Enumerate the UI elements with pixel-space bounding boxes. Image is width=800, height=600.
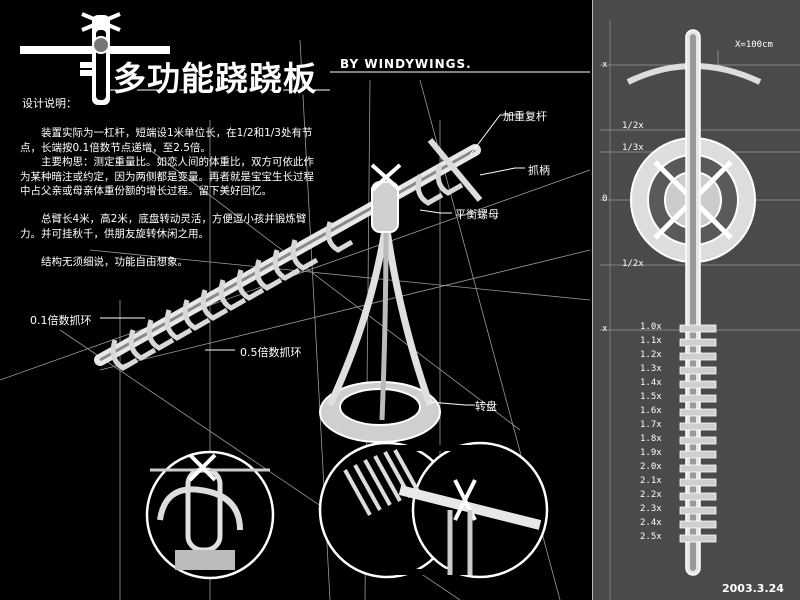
side-rung xyxy=(679,478,717,487)
side-label-third: 1/3x xyxy=(622,143,644,153)
side-rung xyxy=(679,394,717,403)
side-label-half-lower: 1/2x xyxy=(622,259,644,269)
plan-view-drawing xyxy=(600,20,800,600)
side-tick-label: 2.4x xyxy=(640,518,662,528)
side-rung xyxy=(679,408,717,417)
side-tick-label: 1.3x xyxy=(640,364,662,374)
side-tick-label: 2.1x xyxy=(640,476,662,486)
side-rung xyxy=(679,450,717,459)
scale-note: X=100cm xyxy=(735,40,773,50)
callout-weight-rod: 加重复杆 xyxy=(503,110,547,123)
side-rung xyxy=(679,352,717,361)
side-tick-label: 1.6x xyxy=(640,406,662,416)
side-tick-label: 1.0x xyxy=(640,322,662,332)
side-rung xyxy=(679,436,717,445)
poster-byline: BY WINDYWINGS. xyxy=(340,57,472,71)
side-rung xyxy=(679,534,717,543)
detail-handle-circle xyxy=(318,441,549,579)
side-tick-label: 2.2x xyxy=(640,490,662,500)
callout-handle: 抓柄 xyxy=(528,164,550,177)
side-tick-label: 1.8x xyxy=(640,434,662,444)
para-1: 装置实际为一杠杆，短端设1米单位长，在1/2和1/3处有节点，长端按0.1倍数节… xyxy=(20,127,313,154)
side-rung xyxy=(679,324,717,333)
side-tick-label: 1.9x xyxy=(640,448,662,458)
callout-turntable: 转盘 xyxy=(475,400,497,413)
side-rung xyxy=(679,380,717,389)
para-2: 主要构思：测定重量比。如恋人间的体重比，双方可依此作为某种暗注或约定，因为两侧都… xyxy=(20,156,314,197)
para-3: 总臂长4米，高2米，底盘转动灵活，方便逗小孩并锻炼臂力。并可挂秋千，供朋友旋转休… xyxy=(20,213,307,240)
side-rung xyxy=(679,422,717,431)
side-tick-label: 2.0x xyxy=(640,462,662,472)
side-tick-label: 1.5x xyxy=(640,392,662,402)
side-rung xyxy=(679,520,717,529)
side-rung xyxy=(679,506,717,515)
side-label-x-lower: x xyxy=(602,324,608,334)
side-label-x-top: x xyxy=(602,60,608,70)
detail-pivot-circle xyxy=(145,450,275,580)
side-rung xyxy=(679,338,717,347)
seesaw-model xyxy=(94,138,483,443)
para-4: 结构无须细说，功能自由想象。 xyxy=(41,256,188,268)
callout-ring-05: 0.5倍数抓环 xyxy=(240,346,302,359)
callout-ring-01: 0.1倍数抓环 xyxy=(30,314,92,327)
side-tick-label: 1.1x xyxy=(640,336,662,346)
poster-title: 多功能跷跷板 xyxy=(113,59,317,98)
side-tick-label: 2.5x xyxy=(640,532,662,542)
logo-mark xyxy=(20,12,170,105)
side-tick-label: 1.4x xyxy=(640,378,662,388)
side-label-half: 1/2x xyxy=(622,121,644,131)
side-rung xyxy=(679,464,717,473)
poster-date: 2003.3.24 xyxy=(722,582,784,595)
side-tick-label: 2.3x xyxy=(640,504,662,514)
callout-balance-nut: 平衡螺母 xyxy=(455,208,499,221)
callout-leaders xyxy=(100,114,525,406)
side-tick-label: 1.7x xyxy=(640,420,662,430)
side-rung xyxy=(679,366,717,375)
side-tick-label: 1.2x xyxy=(640,350,662,360)
side-label-zero: 0 xyxy=(602,194,608,204)
side-rung xyxy=(679,492,717,501)
intro-heading: 设计说明： xyxy=(22,97,77,110)
